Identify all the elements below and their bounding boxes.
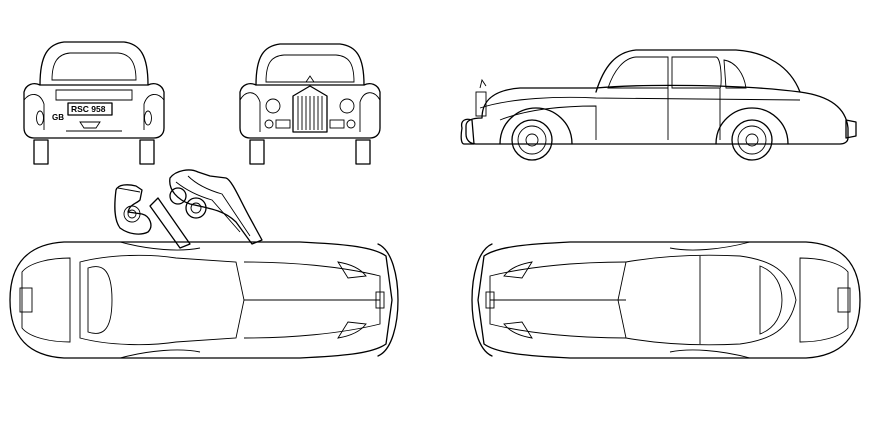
rear-window [51,52,137,81]
front-body [239,83,381,139]
top-right-roof [617,254,797,346]
top-view-convertible [9,169,399,359]
rear-left-wheel [33,139,49,165]
side-roof-outline [595,49,801,93]
top-right-headlamp-bottom [503,321,533,339]
country-code-text: GB [52,113,64,122]
top-right-trunk [799,257,849,343]
front-roof-outline [255,43,365,86]
side-view [460,49,857,161]
top-left-fender-line-bottom [119,349,201,359]
front-grille [292,85,328,133]
rear-view: RSC 958 GB [23,41,165,165]
front-left-foglight [264,119,274,129]
rear-right-fender [143,94,165,130]
side-rear-bumper [845,119,857,139]
rear-left-lamp [36,110,44,126]
rear-left-fender [23,94,45,130]
top-view-sedan [471,241,861,359]
side-front-wheel [499,107,573,161]
front-left-bumper-guard [275,119,291,129]
plate-number-text: RSC 958 [71,104,106,114]
top-left-grille [375,291,385,309]
front-left-headlight [265,98,281,114]
top-left-headlamp-top [337,261,367,279]
front-right-foglight [346,119,356,129]
top-right-front-bumper [471,243,493,357]
top-left-fender-line-top [119,241,201,251]
rear-trunk-lid [55,89,133,101]
rear-right-lamp [144,110,152,126]
front-left-wheel [249,139,265,165]
side-rear-window [671,56,722,89]
front-right-wheel [355,139,371,165]
top-left-trunk [21,257,71,343]
top-left-rear-plate [19,287,33,313]
front-right-bumper-guard [329,119,345,129]
side-rear-wheel [715,107,789,161]
top-left-rear-seat [87,266,113,334]
top-left-cabin [79,254,245,346]
side-quarter-window [723,59,747,89]
top-right-headlamp-top [503,261,533,279]
top-right-rear-plate [837,287,851,313]
rear-license-plate [67,102,113,116]
top-left-headlamp-bottom [337,321,367,339]
folded-roof [149,169,263,249]
rear-roof-outline [39,41,149,86]
rear-emblem [79,121,101,129]
side-front-bumper [460,118,475,145]
side-front-window [607,56,669,89]
grille-slats [297,96,323,130]
side-belt-line [479,96,801,109]
top-right-rear-window [759,265,783,335]
front-windscreen [265,54,355,83]
top-right-fender-line-top [669,241,751,251]
side-front-wing-line [499,105,597,140]
hood-ornament [305,75,315,83]
side-grille [475,91,487,117]
top-right-body-outline [477,241,861,359]
side-mascot [479,78,487,89]
rear-body [23,83,165,139]
front-seat [114,184,152,235]
top-left-front-bumper [377,243,399,357]
front-left-fender [239,92,261,132]
front-view [239,43,381,165]
front-right-fender [359,92,381,132]
front-right-headlight [339,98,355,114]
top-right-fender-line-bottom [669,349,751,359]
side-body [465,84,849,145]
rear-right-wheel [139,139,155,165]
top-left-body-outline [9,241,393,359]
